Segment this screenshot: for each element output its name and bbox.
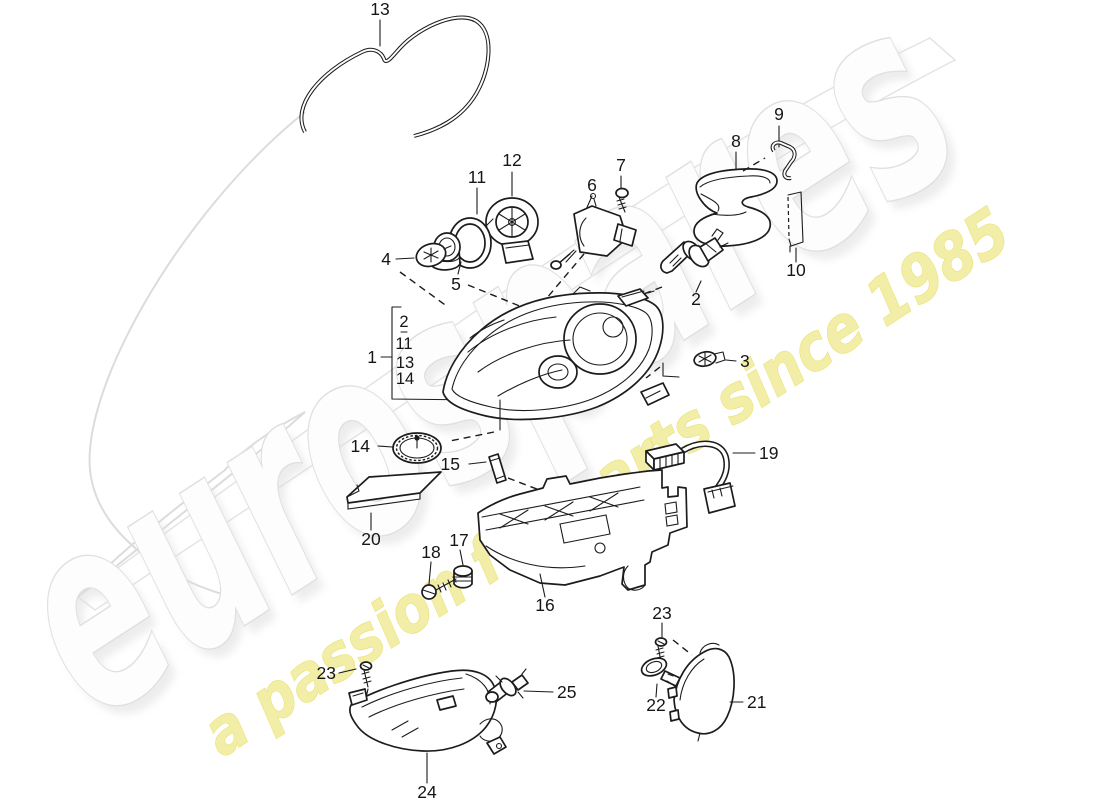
leader-8-to-9 — [742, 157, 766, 172]
callout-9-label: 9 — [774, 104, 784, 124]
callout-5-label: 5 — [451, 274, 461, 294]
part-6-leveling-motor-drawing — [550, 192, 637, 270]
callout-4-label: 4 — [381, 249, 391, 269]
group-1-item-14: 14 — [396, 370, 414, 388]
part-19-wiring-harness-drawing — [645, 440, 756, 514]
callout-13-label: 13 — [370, 0, 389, 19]
callout-14-label: 14 — [351, 436, 371, 456]
callout-7-label: 7 — [616, 155, 626, 175]
part-24-fog-lamp-drawing — [348, 669, 507, 784]
part-1-headlight-drawing — [442, 286, 670, 431]
callout-18-label: 18 — [421, 542, 440, 562]
callout-1-label: 1 — [367, 347, 377, 367]
callout-21-label: 21 — [747, 692, 766, 712]
callout-17-label: 17 — [449, 530, 468, 550]
part-2-h7-bulb-drawing — [660, 228, 729, 293]
part-15-pin-drawing — [468, 453, 543, 492]
part-10-bracket-plate-drawing — [787, 191, 804, 263]
part-14-cap-drawing — [377, 431, 495, 464]
callout-23-right-label: 23 — [652, 603, 671, 623]
callout-8-label: 8 — [731, 131, 741, 151]
part-16-mounting-bracket-drawing — [477, 469, 688, 598]
part-9-clip-drawing — [770, 125, 797, 181]
callout-15-label: 15 — [441, 454, 460, 474]
diagram: 13 12 11 5 — [299, 0, 806, 800]
callout-25-label: 25 — [557, 682, 576, 702]
part-4-bulb-drawing — [395, 242, 452, 268]
watermark-swoosh-curl — [88, 111, 306, 599]
callout-10-label: 10 — [786, 260, 806, 280]
part-25-bulb-drawing — [485, 668, 554, 703]
callout-6-label: 6 — [587, 175, 597, 195]
part-3-wedge-bulb-drawing — [645, 350, 737, 379]
part-13-seal-strip-drawing — [299, 15, 491, 138]
callout-16-label: 16 — [535, 595, 554, 615]
callout-2-label: 2 — [691, 289, 701, 309]
group-1-bracket — [380, 306, 479, 401]
callout-3-label: 3 — [740, 351, 750, 371]
part-7-screw-drawing — [615, 175, 629, 213]
callout-19-label: 19 — [759, 443, 778, 463]
callout-22-label: 22 — [646, 695, 665, 715]
group-1-item-11: 11 — [395, 335, 412, 353]
part-12-cap-drawing — [485, 171, 539, 264]
part-23-right-screw-drawing — [654, 622, 693, 663]
part-21-turn-signal-drawing — [667, 642, 744, 742]
part-18-screw-drawing — [421, 561, 457, 600]
group-1-item-13: 13 — [396, 354, 414, 372]
watermark-swoosh-edge — [77, 411, 306, 598]
part-22-bulb-holder-drawing — [640, 657, 682, 698]
part-8-cover-drawing — [693, 151, 778, 247]
callout-11-label: 11 — [468, 167, 486, 187]
part-20-pad-drawing — [346, 471, 442, 531]
group-1-item-2: 2 — [399, 313, 408, 331]
part-17-grommet-drawing — [453, 549, 473, 589]
callout-12-label: 12 — [502, 150, 521, 170]
callout-24-label: 24 — [417, 782, 437, 800]
callout-20-label: 20 — [361, 529, 381, 549]
callout-23-left-label: 23 — [317, 663, 336, 683]
